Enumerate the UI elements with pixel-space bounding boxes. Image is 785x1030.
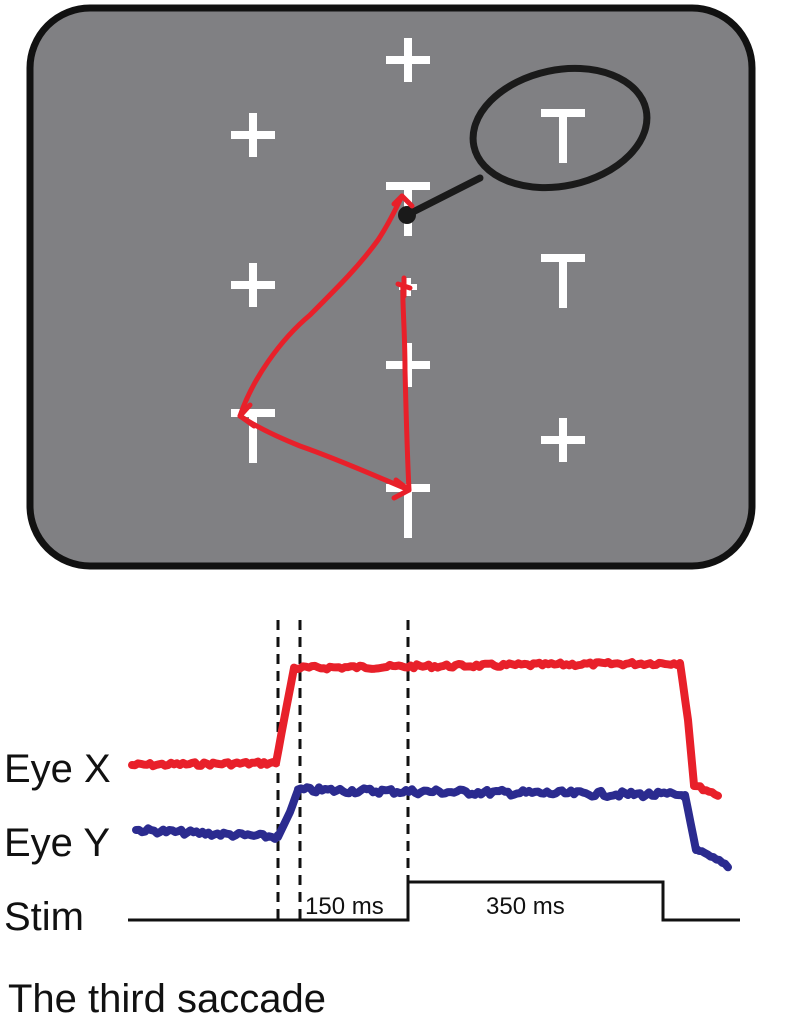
saccade-2-arrowhead bbox=[237, 402, 257, 429]
figure-caption: The third saccade bbox=[8, 977, 326, 1021]
saccade-1-path bbox=[400, 283, 412, 493]
plus-vertical bbox=[404, 38, 412, 82]
saccade-1-arrowhead bbox=[391, 477, 412, 501]
stim-duration-label: 350 ms bbox=[486, 893, 565, 920]
target-T-item bbox=[541, 254, 585, 308]
eye-y-label: Eye Y bbox=[4, 821, 110, 865]
plus-vertical bbox=[249, 113, 257, 157]
eye-x-trace bbox=[128, 658, 722, 800]
eye-x-label: Eye X bbox=[4, 747, 111, 791]
receptive-field-ellipse bbox=[469, 64, 651, 192]
plus-vertical bbox=[559, 418, 567, 462]
saccade-2-path bbox=[237, 413, 412, 493]
t-stem bbox=[559, 109, 567, 163]
receptive-field bbox=[398, 64, 651, 224]
saccade-3-path bbox=[237, 193, 405, 419]
plus-vertical bbox=[249, 263, 257, 307]
t-stem bbox=[404, 484, 412, 538]
display-frame bbox=[26, 4, 756, 570]
distractor-plus-item bbox=[541, 418, 585, 462]
t-stem bbox=[249, 409, 257, 463]
target-T-item bbox=[231, 409, 275, 463]
distractor-plus-item bbox=[386, 38, 430, 82]
stim-label: Stim bbox=[4, 895, 84, 939]
eye-y-trace bbox=[132, 783, 732, 872]
plus-vertical bbox=[404, 343, 412, 387]
distractor-plus-item bbox=[231, 113, 275, 157]
distractor-plus-item bbox=[386, 343, 430, 387]
distractor-plus-item bbox=[231, 263, 275, 307]
fixation-start-mark bbox=[395, 275, 413, 299]
receptive-field-origin-dot bbox=[398, 206, 416, 224]
target-T-item bbox=[541, 109, 585, 163]
saccade-3-arrowhead bbox=[391, 193, 415, 209]
trace-section: Eye X Eye Y Stim 150 ms 350 ms bbox=[4, 620, 740, 939]
t-stem bbox=[559, 254, 567, 308]
receptive-field-stalk bbox=[403, 174, 484, 219]
scanpath bbox=[237, 193, 415, 501]
delay-duration-label: 150 ms bbox=[305, 893, 384, 920]
search-display bbox=[26, 4, 756, 570]
stim-trace bbox=[128, 880, 740, 922]
